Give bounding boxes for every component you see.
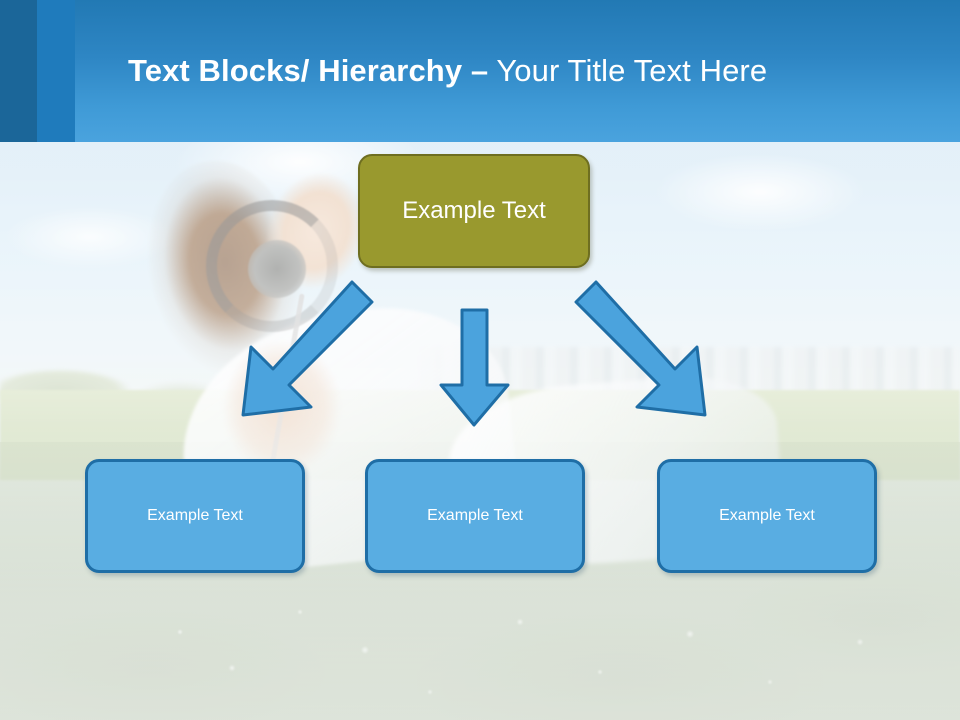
node-child-3[interactable]: Example Text — [657, 459, 877, 573]
page-title-bold: Text Blocks/ Hierarchy – — [128, 53, 489, 88]
header-bar: Text Blocks/ Hierarchy – Your Title Text… — [0, 0, 960, 142]
page-title-light: Your Title Text Here — [488, 53, 768, 88]
node-root[interactable]: Example Text — [358, 154, 590, 268]
page-title: Text Blocks/ Hierarchy – Your Title Text… — [128, 52, 767, 90]
node-child-1-label: Example Text — [147, 507, 243, 524]
node-child-1[interactable]: Example Text — [85, 459, 305, 573]
node-root-label: Example Text — [402, 197, 546, 224]
header-accent-band-mid — [37, 0, 75, 142]
header-gradient-panel — [75, 0, 960, 142]
node-child-2[interactable]: Example Text — [365, 459, 585, 573]
header-accent-band-dark — [0, 0, 37, 142]
node-child-3-label: Example Text — [719, 507, 815, 524]
node-child-2-label: Example Text — [427, 507, 523, 524]
